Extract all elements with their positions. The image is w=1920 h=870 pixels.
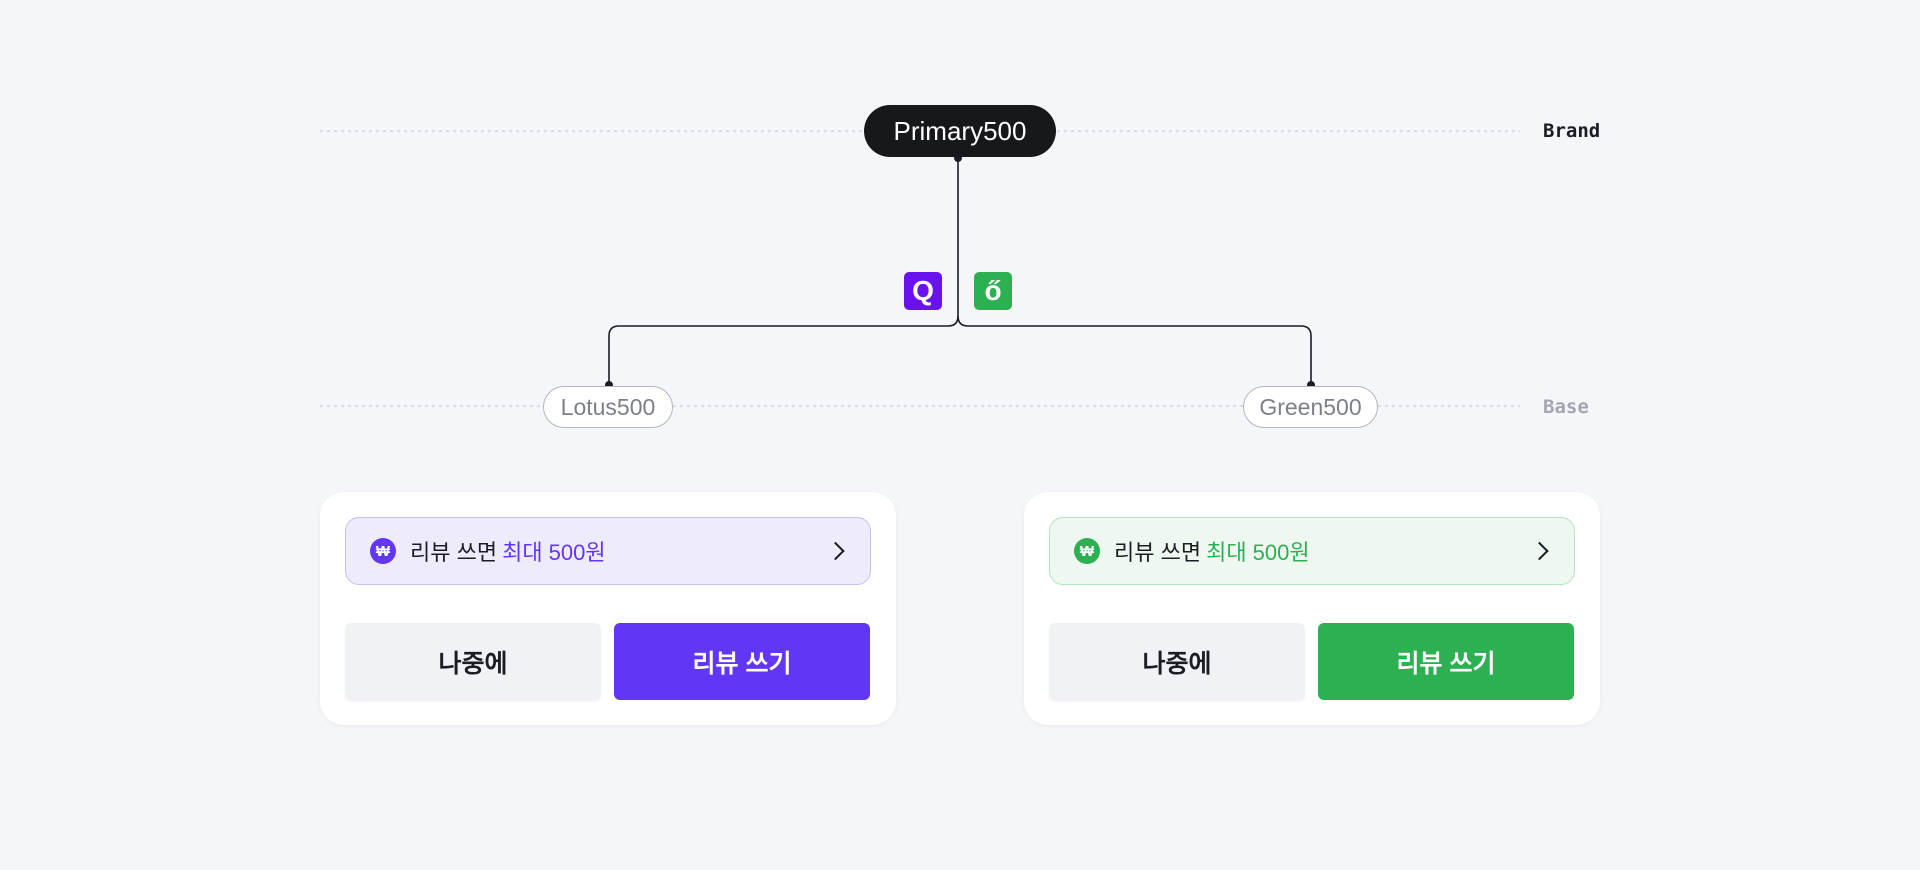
banner-text: 리뷰 쓰면 [1114, 540, 1202, 565]
later-button[interactable]: 나중에 [345, 623, 601, 700]
review-reward-banner[interactable]: ₩ 리뷰 쓰면 최대 500원 [1049, 517, 1575, 585]
write-review-button[interactable]: 리뷰 쓰기 [614, 623, 870, 700]
connector-to-lotus [608, 158, 959, 385]
chevron-right-icon [1530, 541, 1549, 561]
brand-guide-label: Brand [1543, 120, 1601, 142]
lotus-node: Lotus500 [543, 386, 673, 428]
chevron-right-icon [826, 541, 845, 561]
green-node: Green500 [1243, 386, 1378, 428]
write-review-button[interactable]: 리뷰 쓰기 [1318, 623, 1574, 700]
lotus-brand-icon: Q [904, 272, 942, 310]
banner-highlight: 최대 500원 [1206, 540, 1310, 565]
banner-text: 리뷰 쓰면 [410, 540, 498, 565]
review-reward-banner[interactable]: ₩ 리뷰 쓰면 최대 500원 [345, 517, 871, 585]
green-review-card: ₩ 리뷰 쓰면 최대 500원 나중에 리뷰 쓰기 [1024, 492, 1600, 725]
won-coin-icon: ₩ [370, 538, 396, 564]
green-brand-icon: ő [974, 272, 1012, 310]
later-button[interactable]: 나중에 [1049, 623, 1305, 700]
lotus-review-card: ₩ 리뷰 쓰면 최대 500원 나중에 리뷰 쓰기 [320, 492, 896, 725]
banner-highlight: 최대 500원 [502, 540, 606, 565]
won-coin-icon: ₩ [1074, 538, 1100, 564]
base-guide-label: Base [1543, 396, 1589, 418]
connector-to-green [957, 315, 1312, 385]
primary-node: Primary500 [864, 105, 1056, 157]
